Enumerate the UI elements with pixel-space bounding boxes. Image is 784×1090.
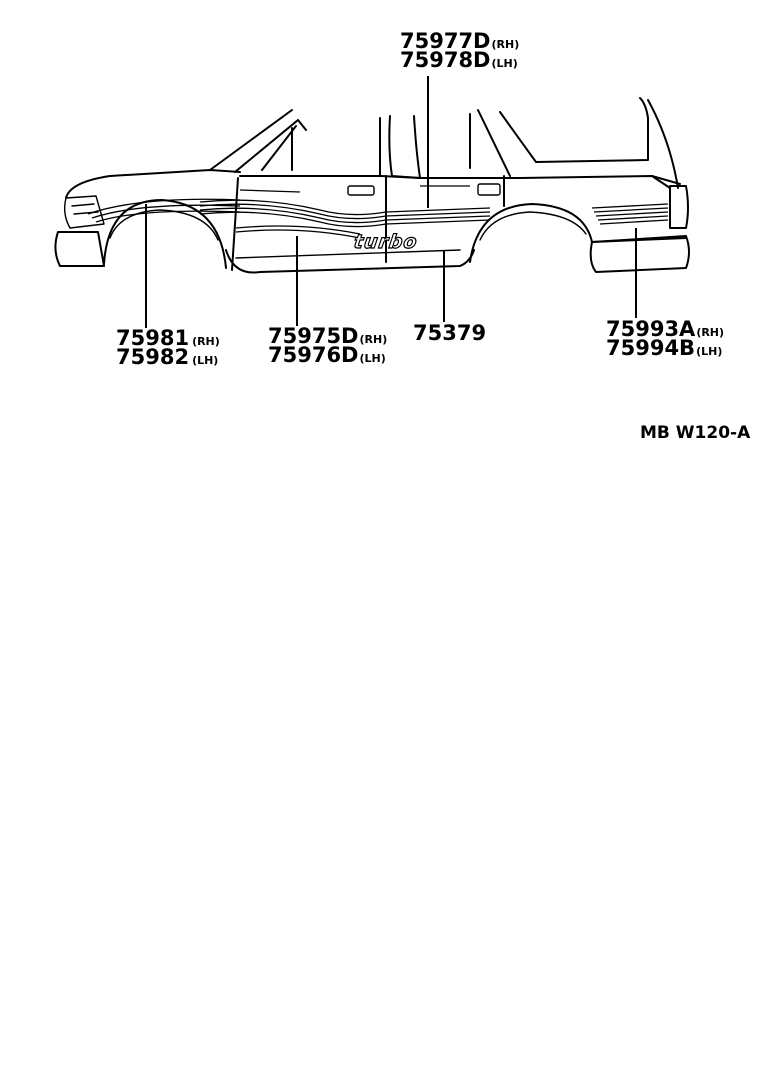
diagram-code: MB W120-A [640, 423, 751, 443]
part-number-label: 75981(RH) [116, 326, 220, 350]
windshield [209, 109, 293, 171]
leader-lines [145, 76, 637, 328]
front-door-handle [347, 185, 375, 196]
stripe-decals [87, 185, 669, 239]
callout-lower-door: 75975D(RH) 75976D(LH) [268, 324, 387, 367]
front-wheel-arch [103, 199, 227, 269]
hood-line [65, 169, 241, 199]
callout-front-fender: 75981(RH) 75982(LH) [116, 326, 220, 369]
part-number-label: 75982(LH) [116, 345, 218, 369]
part-number-label: 75993A(RH) [606, 317, 724, 341]
belt-line [239, 175, 681, 185]
part-number-label: 75976D(LH) [268, 343, 386, 367]
front-bumper [54, 231, 105, 267]
rear-bumper [589, 235, 690, 273]
callout-rear-quarter: 75993A(RH) 75994B(LH) [606, 317, 724, 360]
callout-turbo-emblem: 75379 [413, 321, 486, 345]
turbo-emblem-text: turbo [352, 230, 419, 253]
part-number-label: 75977D(RH) [400, 29, 519, 53]
part-number-label: 75379 [413, 321, 486, 345]
part-number-label: 75994B(LH) [606, 336, 722, 360]
callout-upper-door: 75977D(RH) 75978D(LH) [400, 29, 519, 72]
vehicle-side-view [54, 97, 690, 274]
fuel-door [477, 183, 501, 196]
part-number-label: 75978D(LH) [400, 48, 518, 72]
rear-wheel-arch [469, 203, 593, 263]
part-number-label: 75975D(RH) [268, 324, 387, 348]
tail-light [669, 185, 689, 229]
headlight [63, 195, 105, 229]
turbo-emblem: turbo [352, 229, 420, 253]
